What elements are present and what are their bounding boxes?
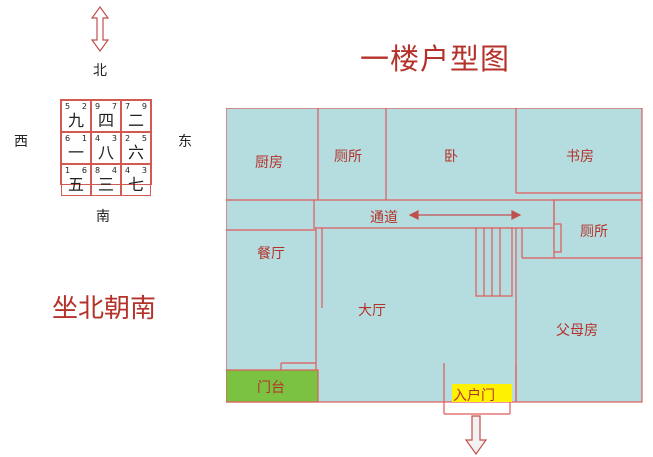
room-label-bedroom: 卧: [444, 149, 458, 165]
room-label-living: 大厅: [358, 303, 386, 319]
compass-south-label: 南: [96, 209, 110, 225]
page-title: 一楼户型图: [360, 42, 511, 76]
room-label-corridor: 通道: [370, 210, 398, 226]
room-label-study: 书房: [566, 149, 594, 165]
balcony-area: [226, 369, 319, 403]
compass-north-label: 北: [93, 63, 107, 79]
compass-west-label: 西: [14, 134, 28, 150]
room-label-kitchen: 厨房: [255, 155, 283, 171]
compass-east-label: 东: [178, 134, 192, 150]
room-label-toilet-right: 厕所: [580, 224, 608, 240]
corridor-arrow-icon: [408, 210, 522, 220]
entrance-area: [452, 384, 512, 402]
room-label-entrance: 入户门: [453, 388, 495, 404]
orientation-subtitle: 坐北朝南: [52, 294, 157, 324]
room-label-toilet-top: 厕所: [334, 149, 362, 165]
room-label-dining: 餐厅: [257, 246, 285, 262]
room-label-parents-room: 父母房: [556, 323, 598, 339]
floor-plan: [226, 108, 643, 455]
north-south-arrow-icon: [90, 6, 110, 52]
floor-plan-outline: [226, 108, 643, 403]
room-label-balcony: 门台: [257, 380, 285, 396]
entrance-arrow-icon: [464, 415, 488, 455]
